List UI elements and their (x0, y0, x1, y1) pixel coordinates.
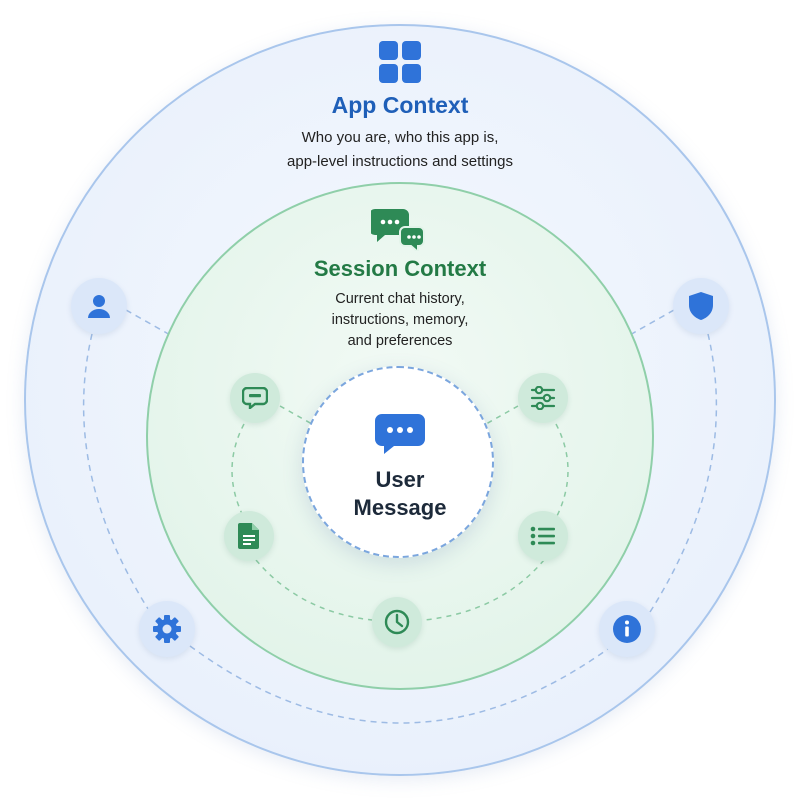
session-context-description-line: and preferences (347, 333, 453, 349)
user-message-title-line: Message (353, 495, 447, 520)
connector-gear-to-info (189, 645, 613, 724)
connector-sliders-to-list (555, 423, 569, 519)
app-context-description: Who you are, who this app is, app-level … (0, 126, 800, 174)
session-context-description: Current chat history, instructions, memo… (0, 289, 800, 352)
clock-icon (372, 597, 422, 647)
connector-document-to-clock (255, 559, 373, 621)
user-message-title-line: User (375, 467, 425, 492)
info-icon (599, 601, 655, 657)
connector-shield-to-info (649, 333, 718, 613)
connector-list-to-clock (423, 559, 545, 621)
grid-apps-icon (378, 40, 422, 84)
connector-sliders-to-user (485, 405, 519, 425)
chat-dots-icon (374, 412, 426, 456)
connector-message-to-document (231, 423, 245, 519)
app-context-description-line: app-level instructions and settings (287, 153, 513, 170)
sliders-icon (518, 373, 568, 423)
app-context-description-line: Who you are, who this app is, (301, 129, 499, 146)
connector-user-to-session (125, 309, 173, 337)
session-context-description-line: Current chat history, (335, 291, 465, 307)
connector-shield-to-session (627, 309, 675, 337)
gear-icon (139, 601, 195, 657)
user-icon (71, 278, 127, 334)
document-icon (224, 511, 274, 561)
session-context-description-line: instructions, memory, (331, 312, 469, 328)
chat-bubbles-icon (371, 207, 427, 251)
list-icon (518, 511, 568, 561)
user-message-title: User Message (0, 466, 800, 522)
shield-icon (673, 278, 729, 334)
user-message-circle (302, 366, 494, 558)
connector-message-to-user (279, 405, 313, 425)
connector-user-to-gear (82, 333, 151, 613)
session-context-title: Session Context (313, 256, 487, 281)
app-context-title: App Context (331, 92, 469, 118)
message-bubble-icon (230, 373, 280, 423)
